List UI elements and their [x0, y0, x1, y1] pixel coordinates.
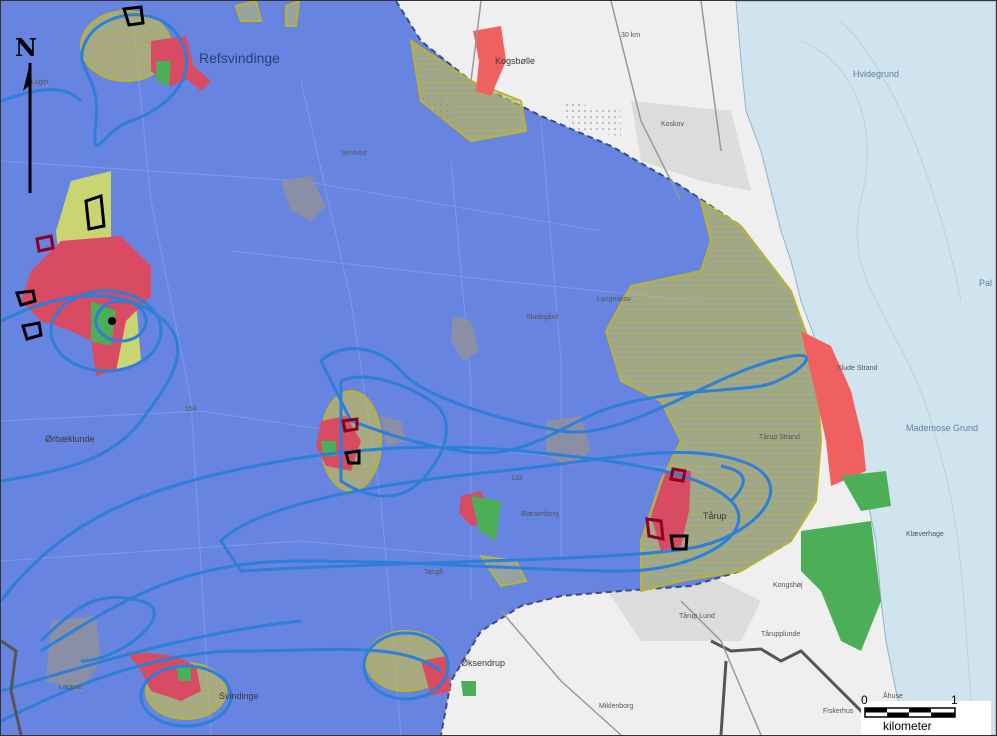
label-langeskov: Langeskov: [597, 296, 631, 303]
label-lugget: Luget: [31, 79, 49, 86]
label-palme: Pal: [979, 278, 992, 288]
label-ahuse: Åhuse: [883, 691, 903, 700]
municipality-boundary: [710, 639, 883, 735]
north-letter: N: [15, 33, 37, 62]
label-blaesenborg: Blæsenborg: [521, 511, 559, 518]
scale-bar-background: [861, 701, 991, 735]
scale-start-label: 0: [861, 693, 868, 707]
label-tarupplunde: Tårupplunde: [761, 630, 800, 638]
scale-bar: 0 1 kilometer: [861, 693, 991, 735]
sea-contour: [800, 40, 972, 702]
label-kogsbolle: Kogsbølle: [495, 56, 535, 66]
label-fiskerhus: Fiskerhus: [823, 708, 854, 715]
label-tarup: Tårup: [703, 511, 727, 521]
lake: [281, 176, 326, 221]
north-arrow: N: [15, 33, 37, 193]
label-klaeverhage: Klæverhage: [906, 531, 944, 538]
label-svindinge: Svindinge: [219, 691, 259, 701]
lake: [451, 316, 479, 361]
label-tarup-lund: Tårup Lund: [679, 612, 715, 620]
label-tanga: Tangå: [424, 568, 443, 576]
point-marker: [108, 317, 116, 325]
municipality-boundary: [719, 660, 728, 735]
label-mademose-grund-1: Mademose Grund: [906, 423, 978, 433]
north-arrow-head: [23, 63, 30, 91]
label-road-133: 133: [511, 475, 523, 482]
parcels-red[interactable]: [35, 234, 687, 541]
label-oksendrup: Øksendrup: [461, 658, 505, 668]
coast-town: [801, 331, 866, 486]
sea-contour: [840, 20, 962, 302]
label-road-30km: 30 km: [621, 32, 640, 39]
label-hvidegrund: Hvidegrund: [853, 69, 899, 79]
wood-area: [631, 101, 751, 191]
blue-zone[interactable]: [1, 1, 821, 735]
label-sentved: Sentved: [341, 150, 367, 157]
label-slude-strand: Slude Strand: [837, 365, 878, 372]
kogsbolle-town: [473, 26, 506, 96]
label-road-153: 153: [185, 406, 197, 413]
scale-seg: [887, 712, 909, 717]
scale-seg: [865, 708, 887, 713]
label-refsvindinge: Refsvindinge: [199, 50, 280, 66]
dotted-area: [561, 101, 621, 136]
scale-seg: [931, 712, 955, 717]
label-koskov: Koskov: [661, 121, 684, 128]
label-tarup-strand: Tårup Strand: [759, 433, 800, 441]
label-lappup: Lappup: [59, 684, 82, 691]
municipality-boundary: [1, 639, 23, 735]
scale-seg: [909, 708, 931, 713]
green-areas: [91, 61, 891, 696]
zone-boundary-dashed-south: [440, 540, 792, 735]
label-miklenborg: Miklenborg: [599, 703, 633, 710]
label-orbaeklunde: Ørbæklunde: [45, 434, 95, 444]
label-sludegard: Sludegård: [526, 313, 558, 321]
label-kongshoj: Kongshøj: [773, 582, 803, 589]
zone-outlines[interactable]: [1, 13, 808, 728]
dotted-area: [411, 91, 456, 126]
road-grid: [1, 1, 702, 735]
parcels-black[interactable]: [14, 5, 689, 551]
scale-unit-label: kilometer: [883, 719, 932, 733]
scale-end-label: 1: [951, 693, 958, 707]
roads: [470, 1, 762, 735]
